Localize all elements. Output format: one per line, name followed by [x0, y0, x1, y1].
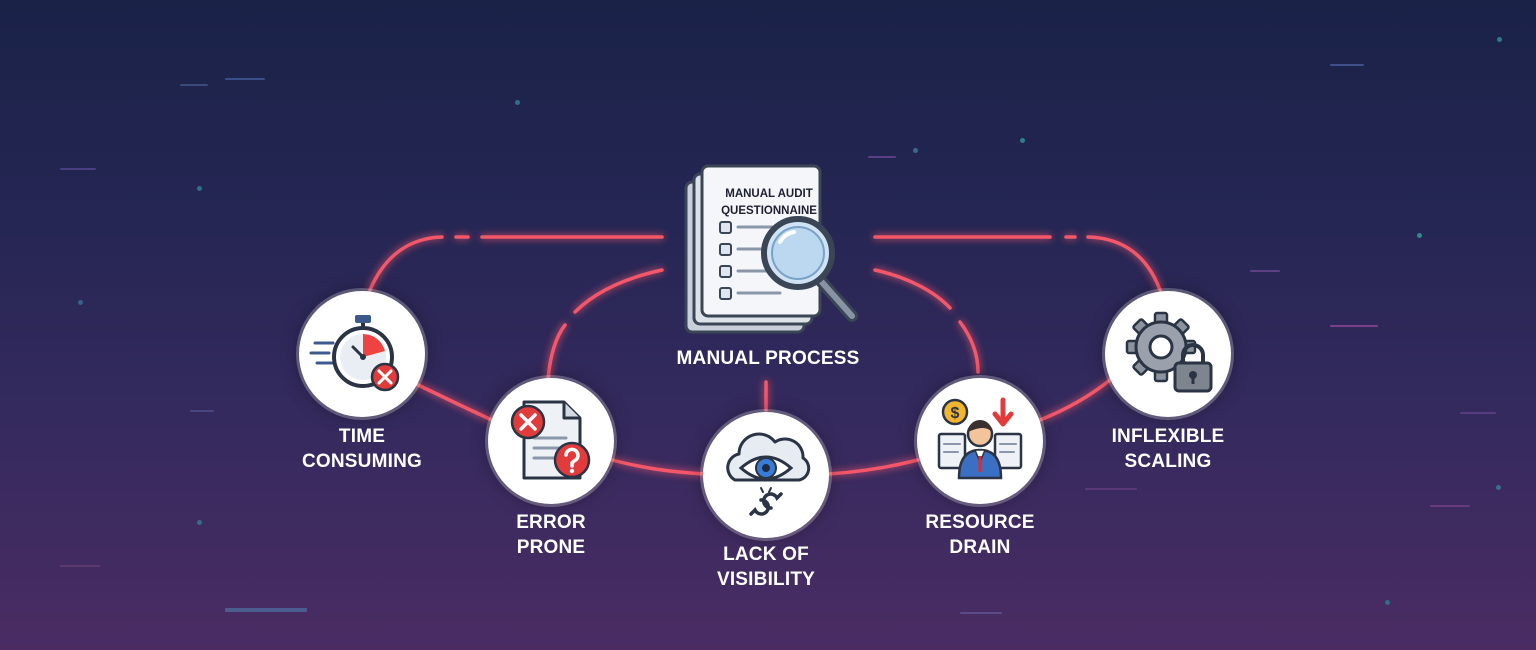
svg-text:$: $ — [951, 405, 960, 422]
node-time-consuming — [299, 291, 425, 417]
label-error-prone: ERROR PRONE — [516, 512, 586, 558]
node-inflexible-scaling — [1105, 291, 1231, 417]
gear-lock-icon — [1125, 311, 1213, 393]
node-resource-drain: $ — [917, 378, 1043, 504]
document-title-line-1: MANUAL AUDIT — [725, 188, 813, 200]
label-time-consuming: TIME CONSUMING — [301, 426, 423, 472]
label-resource-drain: RESOURCE DRAIN — [925, 512, 1035, 558]
stopwatch-x-icon — [309, 315, 400, 392]
document-title: MANUAL AUDIT QUESTIONNAINE — [709, 186, 829, 220]
label-lack-of-visibility: LACK OF VISIBILITY — [716, 544, 816, 590]
node-lack-of-visibility — [703, 412, 829, 538]
cloud-eye-broken-link-icon — [726, 432, 811, 516]
magnifier-document-icon — [684, 164, 858, 334]
node-error-prone — [488, 378, 614, 504]
center-label: MANUAL PROCESS — [676, 348, 860, 369]
document-title-line-2: QUESTIONNAINE — [721, 205, 817, 217]
document-question-icon — [510, 400, 591, 480]
person-money-down-icon: $ — [937, 397, 1023, 480]
label-inflexible-scaling: INFLEXIBLE SCALING — [1111, 426, 1225, 472]
